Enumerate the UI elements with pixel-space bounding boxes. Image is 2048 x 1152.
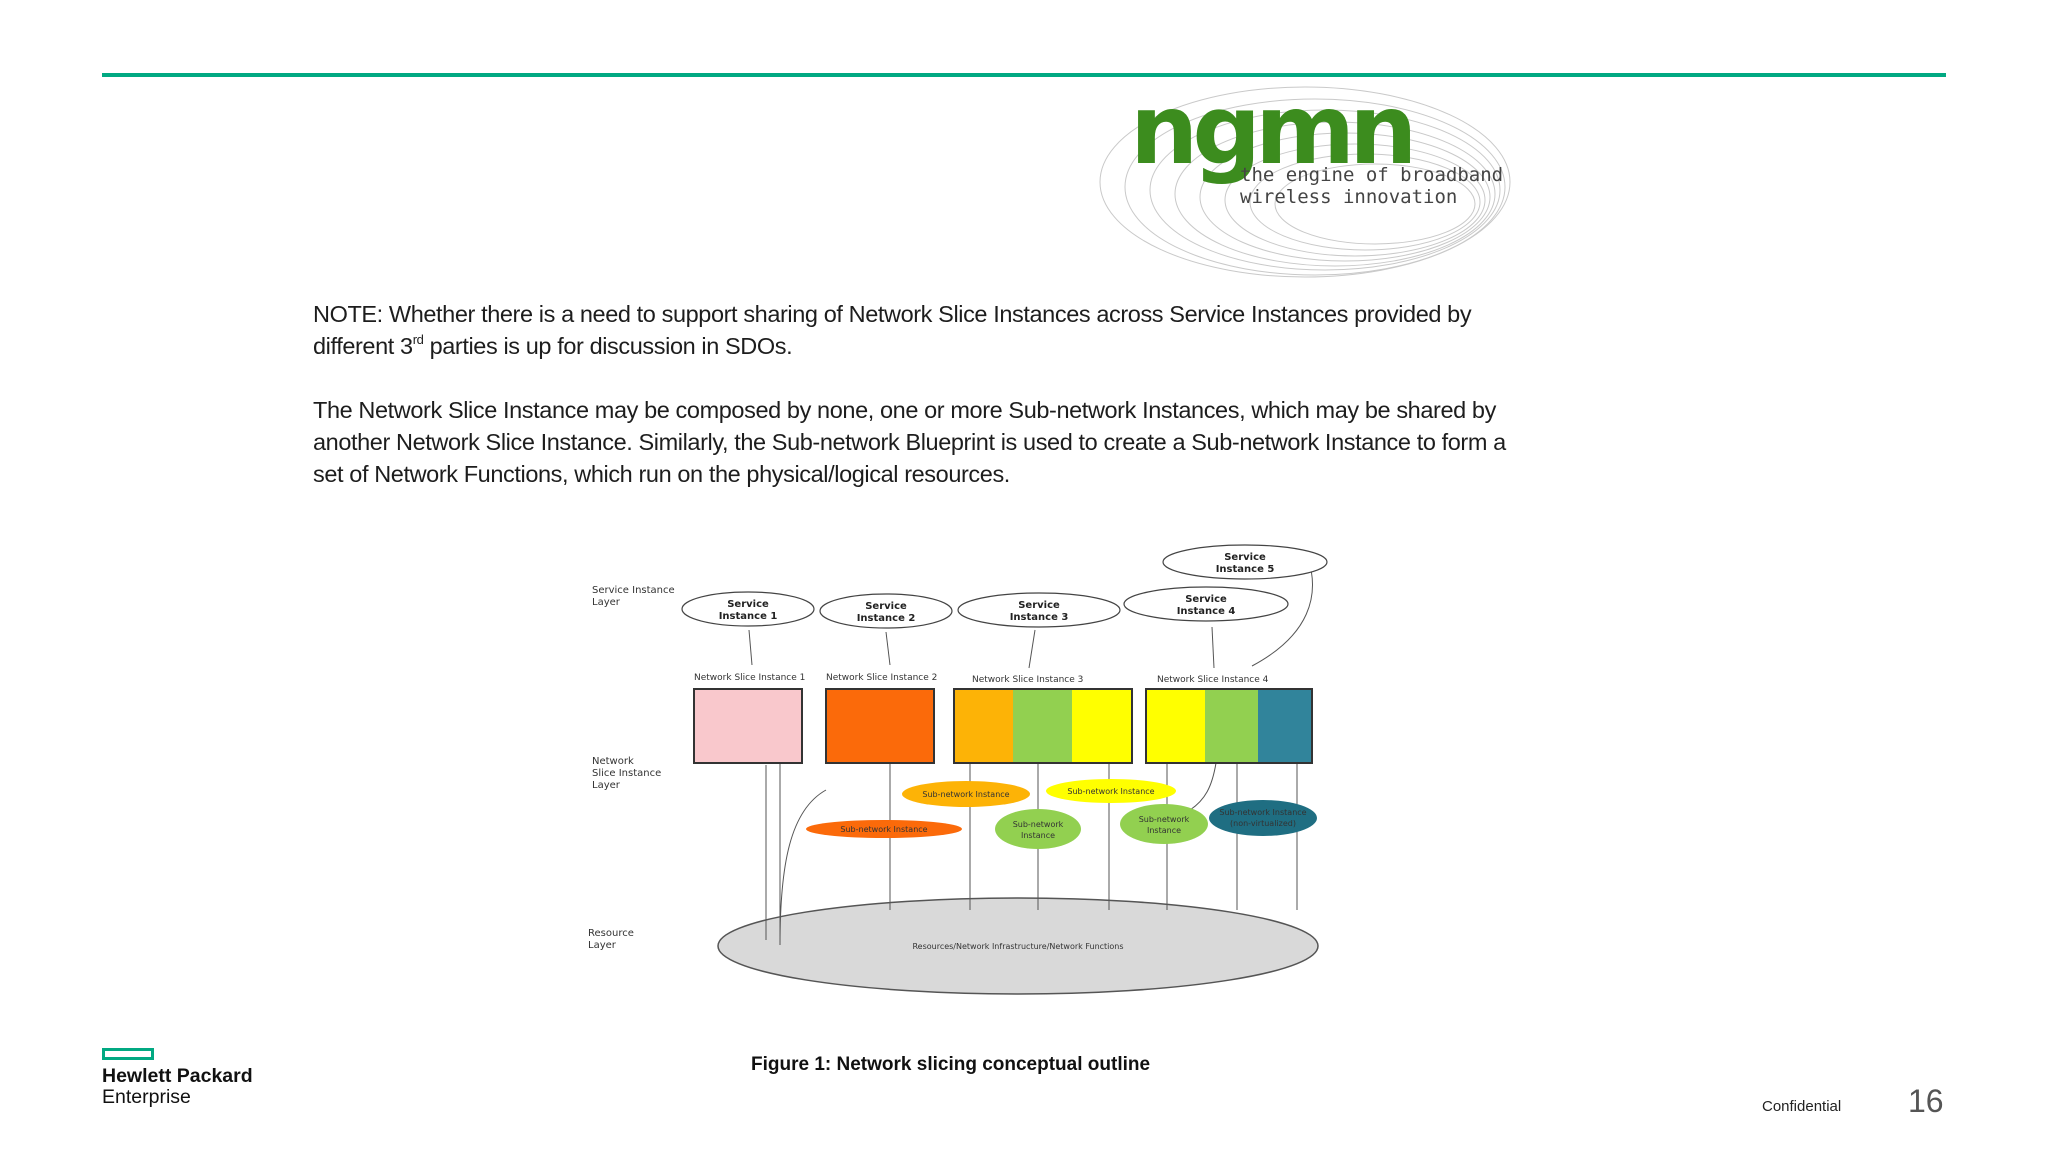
svg-text:Sub-network Instance: Sub-network Instance [922, 790, 1009, 799]
ngmn-tagline: the engine of broadband wireless innovat… [1240, 164, 1503, 208]
ngmn-wordmark: ngmn [1130, 74, 1417, 186]
ngmn-tagline-line2: wireless innovation [1240, 186, 1458, 208]
svg-text:Service: Service [1185, 594, 1227, 605]
nsi-4-box [1145, 688, 1313, 764]
hpe-element-icon [102, 1048, 154, 1060]
resource-layer-label-1: Resource [588, 928, 634, 939]
header-rule [102, 73, 1946, 77]
slice-layer-label-3: Layer [592, 780, 621, 791]
subnet-yellow-right [1046, 779, 1176, 803]
subnet-blue [1209, 800, 1317, 836]
nsi-3-box [953, 688, 1133, 764]
note-paragraph: NOTE: Whether there is a need to support… [313, 301, 1472, 359]
svg-text:Instance 2: Instance 2 [857, 613, 916, 624]
hpe-name-line1: Hewlett Packard [102, 1065, 253, 1087]
nsi-3-label: Network Slice Instance 3 [972, 675, 1083, 685]
svg-text:Instance 3: Instance 3 [1010, 612, 1069, 623]
service-layer-label-1: Service Instance [592, 585, 675, 596]
hpe-logo: Hewlett Packard Enterprise [102, 1048, 253, 1108]
svg-text:Service: Service [865, 601, 907, 612]
service-instance-2 [819, 593, 953, 629]
resource-ellipse [717, 897, 1319, 995]
service-instance-4 [1123, 586, 1289, 622]
nsi-2-label: Network Slice Instance 2 [826, 673, 937, 683]
svg-text:Instance 5: Instance 5 [1216, 564, 1275, 575]
subnet-yellow-left [902, 781, 1030, 807]
nsi-4-label: Network Slice Instance 4 [1157, 675, 1269, 685]
service-instance-1 [681, 591, 815, 627]
page-number: 16 [1908, 1083, 1944, 1119]
slice-layer-label-1: Network [592, 756, 634, 767]
subnet-green-mid [995, 809, 1081, 849]
confidential-label: Confidential [1762, 1098, 1842, 1115]
ngmn-swirl-graphic [1099, 86, 1511, 278]
svg-text:Service: Service [1224, 552, 1266, 563]
subnet-green-right [1120, 804, 1208, 844]
slice-layer-label-2: Slice Instance [592, 768, 661, 779]
svg-text:Instance 1: Instance 1 [719, 611, 778, 622]
resource-label: Resources/Network Infrastructure/Network… [912, 942, 1123, 951]
nsi-1-box [693, 688, 803, 764]
nsi-2-box [825, 688, 935, 764]
hpe-name-line2: Enterprise [102, 1086, 191, 1108]
svg-text:Sub-network Instance: Sub-network Instance [840, 825, 927, 834]
svg-text:Sub-network: Sub-network [1139, 815, 1190, 824]
ngmn-logo: ngmn the engine of broadband wireless in… [1090, 82, 1520, 292]
svg-text:Service: Service [727, 599, 769, 610]
nsi-1-label: Network Slice Instance 1 [694, 673, 805, 683]
figure-caption: Figure 1: Network slicing conceptual out… [751, 1054, 1151, 1075]
svg-text:Instance: Instance [1147, 826, 1181, 835]
network-slicing-diagram: Service Instance Layer Network Slice Ins… [588, 544, 1328, 995]
network-slicing-figure: Service Instance Layer Network Slice Ins… [580, 535, 1340, 1000]
service-layer-label-2: Layer [592, 597, 621, 608]
ngmn-tagline-line1: the engine of broadband [1240, 164, 1504, 186]
svg-text:Sub-network Instance: Sub-network Instance [1067, 787, 1154, 796]
service-instance-3 [957, 592, 1121, 628]
svg-text:(non-virtualized): (non-virtualized) [1230, 819, 1296, 828]
svg-text:Sub-network Instance: Sub-network Instance [1219, 808, 1306, 817]
svg-text:Sub-network: Sub-network [1013, 820, 1064, 829]
document-text: NOTE: Whether there is a need to support… [313, 298, 1533, 522]
service-instance-5 [1162, 544, 1328, 580]
svg-text:Instance 4: Instance 4 [1177, 606, 1236, 617]
svg-text:Instance: Instance [1021, 831, 1055, 840]
slice-paragraph: The Network Slice Instance may be compos… [313, 397, 1506, 487]
svg-text:Service: Service [1018, 600, 1060, 611]
subnet-orange [806, 820, 962, 838]
resource-layer-label-2: Layer [588, 940, 617, 951]
